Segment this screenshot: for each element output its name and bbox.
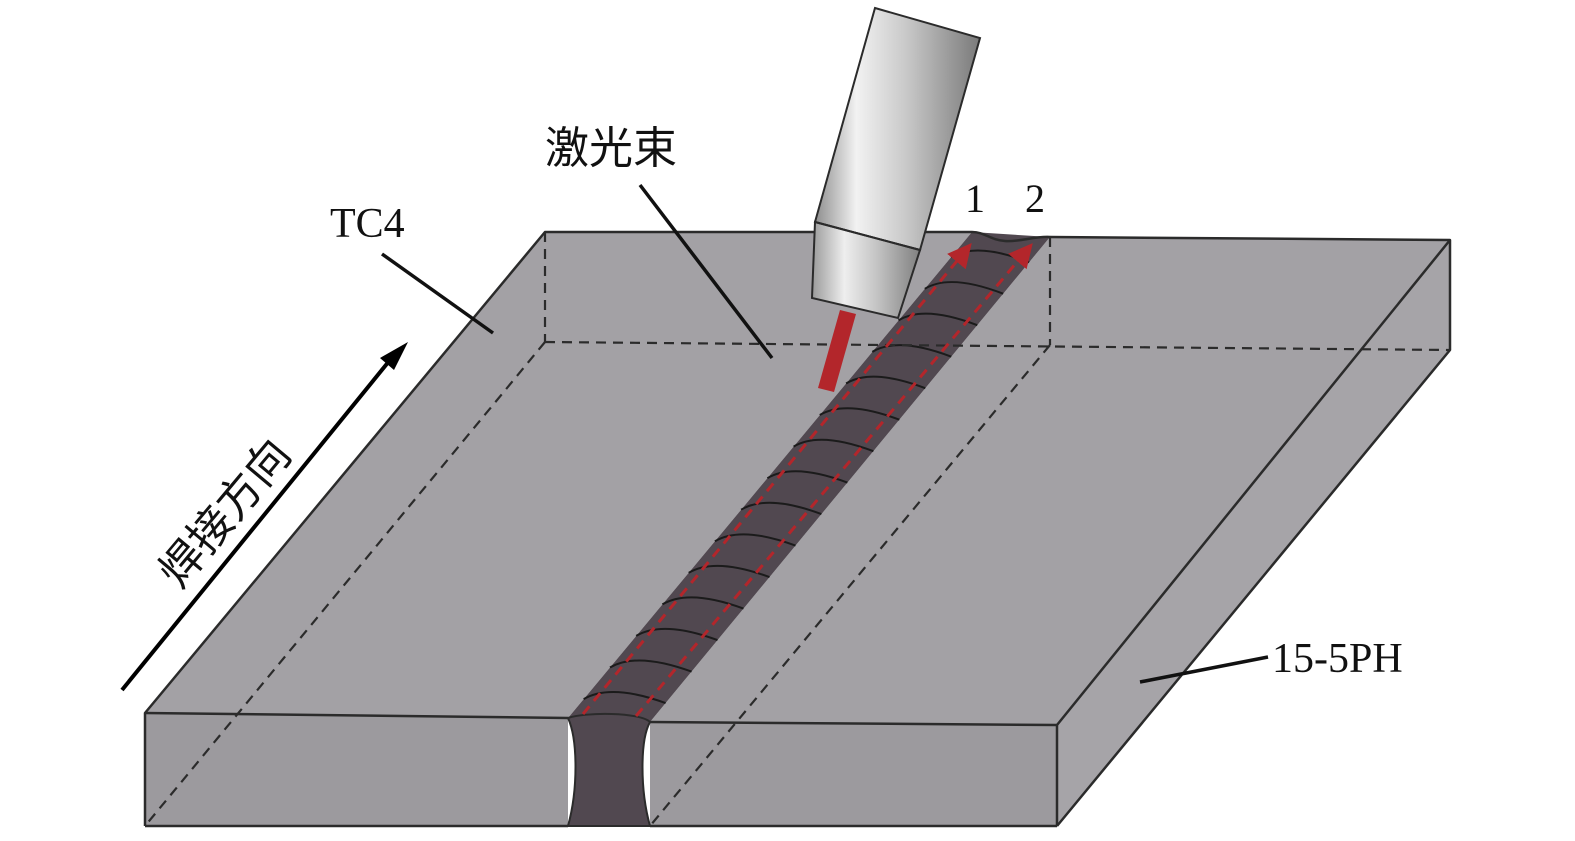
arrow-up-right-icon xyxy=(120,342,408,692)
scan-paths xyxy=(581,243,1033,717)
leader-15-5ph xyxy=(1139,655,1269,684)
weld-ripple xyxy=(924,281,1004,295)
label-15-5ph: 15-5PH xyxy=(1272,636,1403,682)
weld-ripple xyxy=(740,501,822,516)
leader-tc4 xyxy=(380,252,495,335)
hidden-edges xyxy=(144,232,1451,827)
leader-laser-beam xyxy=(638,183,774,360)
weld-bead-cross-section xyxy=(566,712,652,827)
laser-head-cylinder xyxy=(813,6,982,252)
laser-head xyxy=(810,6,982,320)
left-plate-tc4 xyxy=(145,232,972,826)
label-tc4: TC4 xyxy=(330,201,405,247)
label-path-2: 2 xyxy=(1025,176,1045,221)
weld-ripple xyxy=(661,596,744,610)
weld-ripple xyxy=(793,438,874,453)
right-plate-front-face xyxy=(650,722,1057,826)
laser-beam xyxy=(818,310,856,392)
weld-ripple xyxy=(583,691,666,705)
weld-ripple xyxy=(635,627,718,642)
label-path-1: 1 xyxy=(965,176,985,221)
left-plate-top xyxy=(145,232,972,718)
scan-path-1 xyxy=(581,243,972,715)
weld-ripple xyxy=(688,564,770,579)
weld-ripple xyxy=(714,533,796,547)
right-plate-top xyxy=(650,237,1450,725)
weld-ripple xyxy=(609,659,692,673)
label-laser-beam: 激光束 xyxy=(545,124,677,173)
left-plate-front-face xyxy=(145,713,568,826)
weld-bead-top xyxy=(568,232,1050,722)
plate-edges xyxy=(143,230,1452,828)
